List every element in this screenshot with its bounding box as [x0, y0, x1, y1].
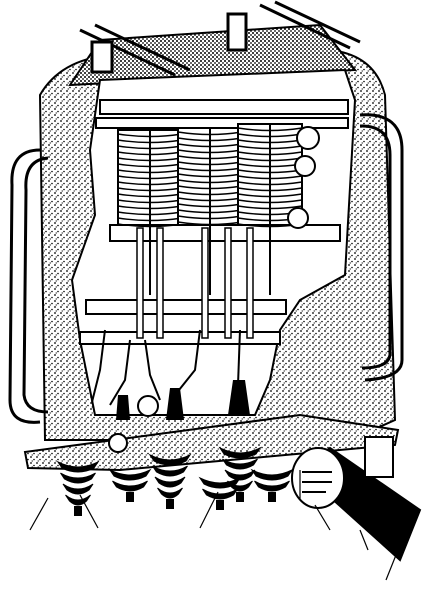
inspection-port	[137, 395, 159, 417]
internal-leads	[91, 329, 241, 406]
gauge-dial	[108, 433, 128, 453]
insulator-1	[56, 460, 100, 516]
cable-conduit	[291, 436, 422, 562]
callout-leader-3	[199, 491, 219, 529]
callout-leader-6	[385, 549, 399, 581]
callout-leader-4	[314, 504, 331, 531]
tie-rod	[136, 227, 144, 339]
insulator-4	[108, 468, 152, 502]
tie-rod	[246, 227, 254, 339]
callout-leaders	[29, 470, 399, 581]
winding-coil-3	[237, 123, 303, 295]
internal-bushings	[116, 380, 250, 420]
insulator-6	[250, 468, 294, 502]
callout-leader-5	[359, 529, 369, 551]
insulator-2	[148, 453, 192, 509]
tie-rod	[224, 227, 232, 339]
callout-leader-1	[29, 497, 49, 531]
bushing-insulators	[56, 433, 294, 516]
top-lifting-rails	[79, 0, 361, 77]
base-plate	[23, 413, 400, 472]
tap-changer-contacts	[287, 126, 320, 229]
tie-rod	[201, 227, 209, 339]
right-cooling-pipe	[359, 113, 404, 382]
left-cooling-pipe	[8, 148, 49, 424]
insulator-3	[218, 446, 262, 502]
tie-rod	[156, 227, 164, 339]
transformer-windings	[117, 123, 303, 339]
callout-leader-2	[79, 494, 99, 529]
insulator-5	[198, 476, 242, 510]
